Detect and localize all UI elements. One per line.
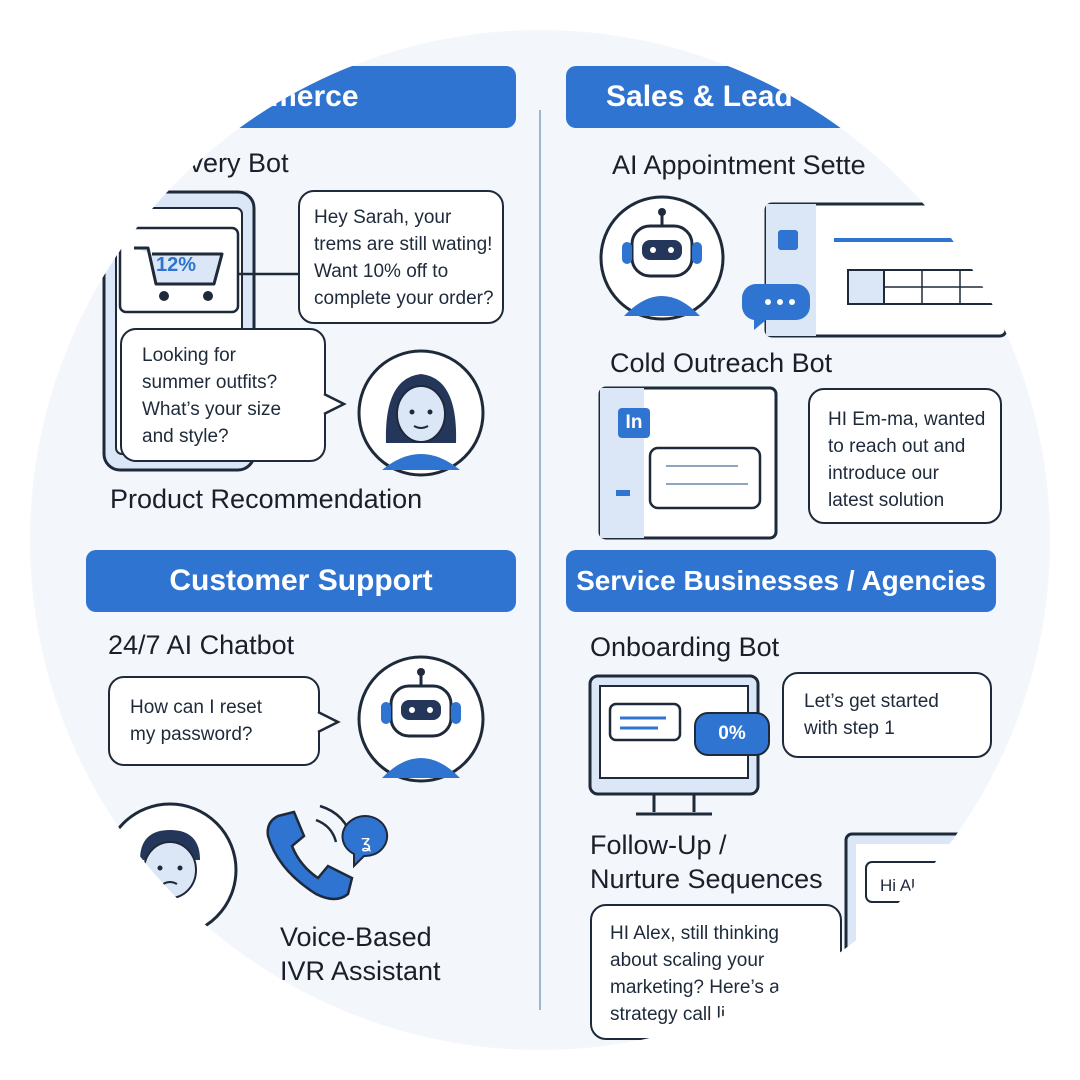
robot-avatar-icon — [599, 195, 725, 321]
chatbot-message-bubble: How can I reset my password? — [108, 676, 320, 766]
sales-banner-label: Sales & Lead G — [606, 80, 825, 113]
appointment-setter-title: AI Appointment Sette — [612, 150, 866, 180]
product-recommendation-title: Product Recommendation — [110, 484, 423, 514]
chatbot-title: 24/7 AI Chatbot — [108, 630, 295, 660]
svg-text:ʓ: ʓ — [361, 832, 371, 853]
followup-screen-icon — [844, 832, 1028, 962]
linkedin-window-icon — [598, 386, 778, 540]
outreach-message-bubble: HI Em-ma, wanted to reach out and introd… — [808, 388, 1002, 524]
customer-avatar-icon — [357, 349, 485, 477]
followup-screen-text: Hi Al — [880, 876, 915, 895]
cart-discount-badge: 12% — [156, 254, 197, 276]
cart-message-bubble: Hey Sarah, your trems are still wating! … — [298, 190, 504, 324]
progress-badge: 0% — [694, 712, 770, 756]
service-banner-label: Service Businesses / Agencies — [576, 565, 986, 596]
column-divider — [539, 110, 541, 1010]
followup-message-bubble: HI Alex, still thinking about scaling yo… — [590, 904, 842, 1040]
customer-support-banner: Customer Support — [86, 550, 516, 612]
onboarding-message-bubble: Let’s get started with step 1 — [782, 672, 992, 758]
phone-receiver-icon: ʓ — [266, 804, 389, 901]
ecommerce-banner: mmerce — [86, 66, 516, 128]
voice-ivr-title: Voice-Based IVR Assistant — [280, 922, 441, 986]
cart-recovery-title: ecovery Bot — [146, 148, 289, 178]
onboarding-title: Onboarding Bot — [590, 632, 780, 662]
bubble-tail — [323, 392, 347, 416]
followup-title: Follow-Up / Nurture Sequences — [590, 830, 823, 894]
sales-banner: Sales & Lead G — [566, 66, 886, 128]
monitor-icon — [588, 674, 760, 816]
bubble-tail — [317, 710, 341, 734]
calendar-screen-icon — [741, 202, 1008, 338]
linkedin-badge: In — [618, 408, 650, 438]
caller-avatar-icon — [102, 802, 238, 938]
cold-outreach-title: Cold Outreach Bot — [610, 348, 833, 378]
infographic-disc: mmerce ecovery Bot 12% Hey Sarah, your t… — [30, 30, 1050, 1050]
cart-icon — [118, 226, 304, 314]
support-robot-icon — [357, 655, 485, 783]
service-businesses-banner: Service Businesses / Agencies — [566, 550, 996, 612]
recommendation-message-bubble: Looking for summer outfits? What’s your … — [120, 328, 326, 462]
customer-support-banner-label: Customer Support — [169, 564, 433, 597]
ecommerce-banner-label: mmerce — [243, 80, 359, 113]
